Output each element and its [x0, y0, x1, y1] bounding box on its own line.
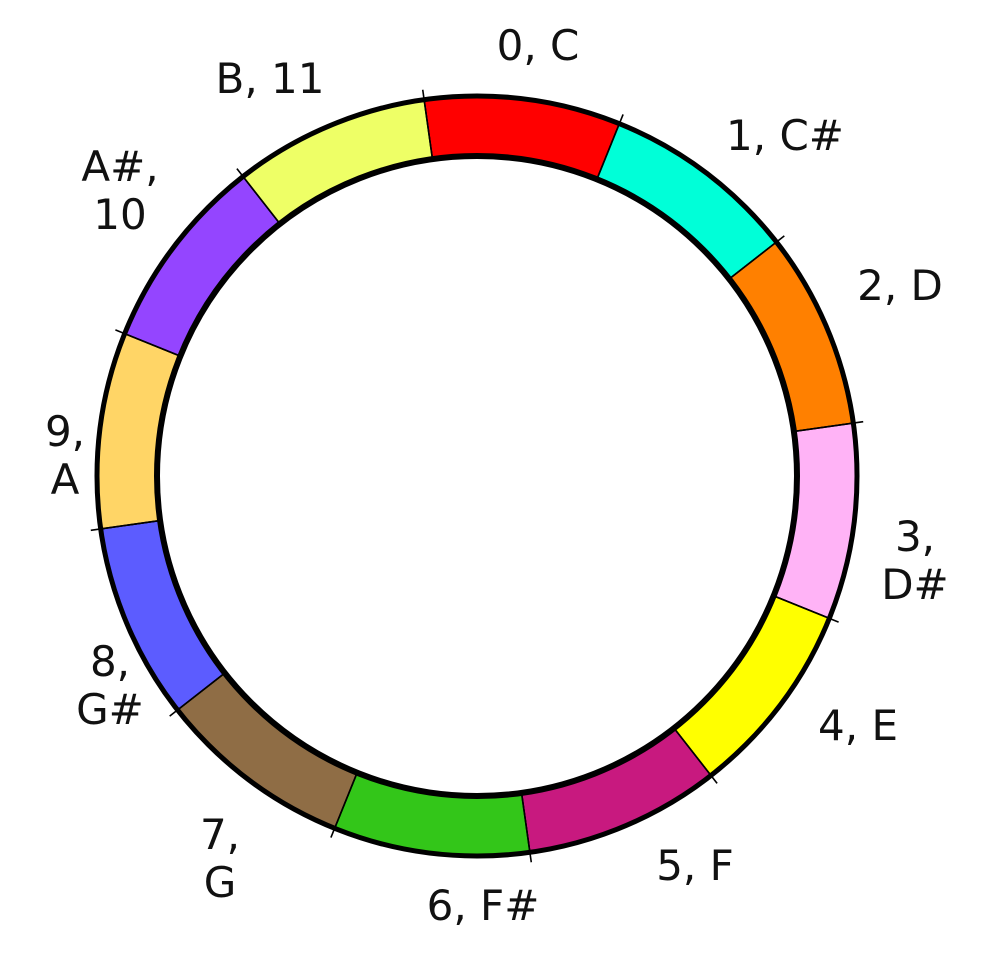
- tick-mark: [673, 727, 718, 784]
- label-1: 1, C#: [726, 111, 844, 160]
- label-line: 4, E: [818, 701, 898, 750]
- label-line: 3,: [895, 512, 935, 561]
- label-line: D#: [881, 560, 949, 609]
- outer-ring: [94, 93, 860, 859]
- label-line: 1, C#: [726, 111, 844, 160]
- label-5: 5, F: [656, 841, 734, 890]
- label-line: A: [51, 455, 80, 504]
- label-4: 4, E: [818, 701, 898, 750]
- tick-mark: [90, 519, 161, 532]
- label-line: G: [204, 858, 237, 907]
- tick-mark: [793, 420, 864, 433]
- label-line: 5, F: [656, 841, 734, 890]
- label-line: 9,: [45, 407, 85, 456]
- label-line: B, 11: [216, 54, 325, 103]
- tick-mark: [330, 772, 358, 838]
- label-line: A#,: [81, 142, 158, 191]
- tick-mark: [728, 235, 785, 280]
- label-0: 0, C: [497, 21, 580, 70]
- label-line: 7,: [200, 810, 240, 859]
- label-line: 8,: [90, 637, 130, 686]
- label-line: 6, F#: [427, 881, 540, 930]
- label-11: B, 11: [216, 54, 325, 103]
- label-line: 0, C: [497, 21, 580, 70]
- tick-mark: [169, 672, 226, 717]
- inner-ring: [154, 153, 800, 799]
- label-line: 10: [93, 190, 146, 239]
- tick-mark: [236, 168, 281, 225]
- tick-group: [90, 89, 864, 863]
- label-10: A#,10: [81, 142, 158, 239]
- label-7: 7,G: [200, 810, 240, 907]
- label-3: 3,D#: [881, 512, 949, 609]
- label-9: 9,A: [45, 407, 85, 504]
- tick-mark: [421, 89, 434, 160]
- tick-mark: [773, 595, 839, 623]
- tick-mark: [115, 329, 181, 357]
- label-line: G#: [76, 685, 144, 734]
- label-8: 8,G#: [76, 637, 144, 734]
- tick-mark: [596, 114, 624, 180]
- label-2: 2, D: [857, 261, 943, 310]
- label-group: 0, C1, C#2, D3,D#4, E5, F6, F#7,G8,G#9,A…: [45, 21, 949, 930]
- label-line: 2, D: [857, 261, 943, 310]
- tick-mark: [520, 792, 533, 863]
- label-6: 6, F#: [427, 881, 540, 930]
